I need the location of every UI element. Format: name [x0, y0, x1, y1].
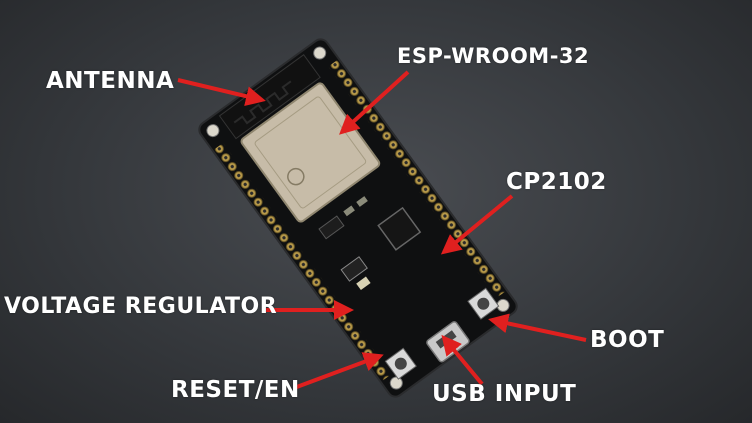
label-usb-input: USB INPUT [432, 381, 577, 407]
arrow-usb-input [441, 334, 484, 386]
mounting-hole [206, 124, 220, 138]
pin-header-left [214, 142, 392, 381]
cp2102-chip [377, 206, 422, 251]
label-voltage-regulator: VOLTAGE REGULATOR [4, 294, 278, 319]
label-antenna: ANTENNA [46, 68, 175, 94]
label-usb-chip: CP2102 [506, 169, 607, 195]
smd-component [343, 205, 355, 217]
smd-component [318, 215, 345, 240]
arrow-reset [293, 352, 384, 390]
mounting-hole [389, 376, 403, 390]
mounting-hole [313, 46, 327, 60]
arrow-cp2102 [440, 194, 514, 255]
arrow-antenna [177, 78, 266, 107]
voltage-regulator-part [340, 256, 368, 282]
mounting-hole [496, 298, 510, 312]
arrow-esp-module [339, 70, 410, 135]
label-reset: RESET/EN [171, 377, 300, 403]
label-boot: BOOT [590, 327, 665, 353]
label-esp-module: ESP-WROOM-32 [397, 44, 590, 68]
dev-board [198, 38, 518, 398]
arrow-boot [488, 313, 587, 342]
smd-component [356, 196, 368, 207]
